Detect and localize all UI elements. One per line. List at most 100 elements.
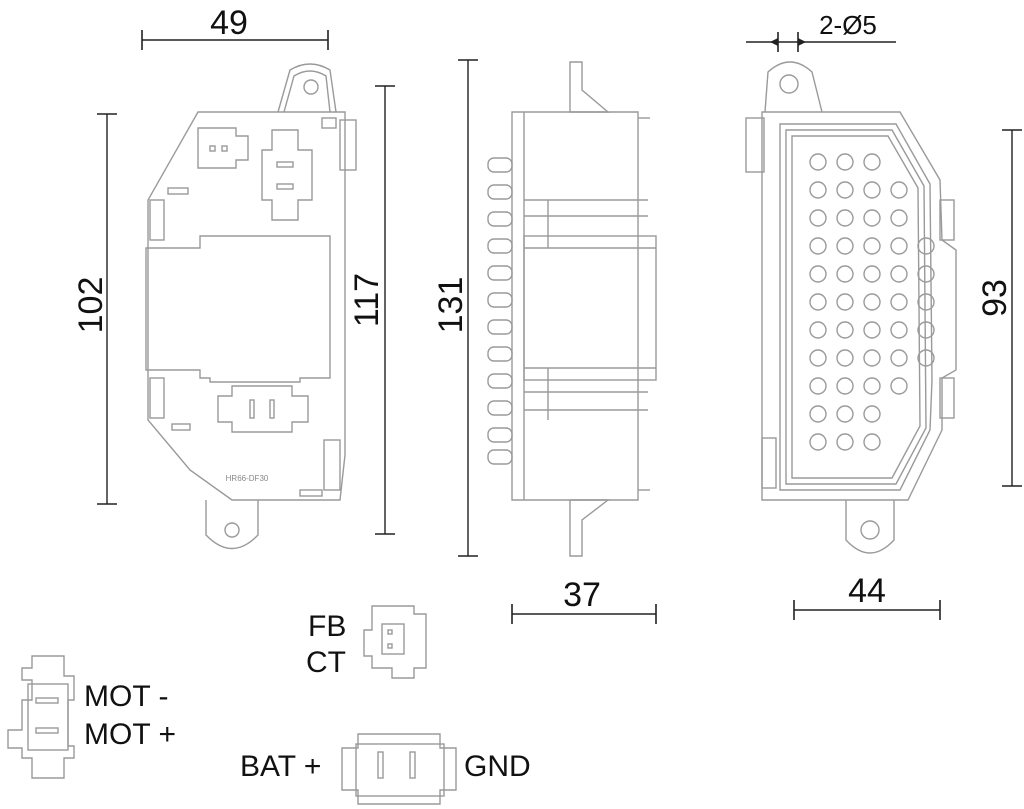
top-mount-hole	[303, 79, 319, 95]
back-clip-right	[939, 199, 955, 241]
front-slot	[171, 423, 191, 431]
front-connector-bat-gnd	[217, 385, 309, 433]
back-hole	[890, 181, 908, 199]
back-hole	[836, 377, 854, 395]
back-hole	[917, 349, 935, 367]
back-inner-outline-2	[785, 129, 927, 485]
back-hole	[890, 349, 908, 367]
back-hole	[809, 433, 827, 451]
back-hole	[809, 237, 827, 255]
top-mount-ear	[277, 63, 337, 113]
dim-width-top-label: 49	[210, 4, 248, 42]
back-hole	[836, 293, 854, 311]
bottom-mount-ear	[205, 500, 259, 550]
back-hole	[863, 405, 881, 423]
board-marking: HR66-DF30	[226, 474, 269, 483]
back-view	[745, 61, 957, 554]
back-hole	[836, 349, 854, 367]
back-hole	[809, 349, 827, 367]
pin-connector-fb-ct: FB CT	[306, 605, 427, 679]
back-hole	[863, 377, 881, 395]
pin-connector-bat-gnd: BAT + GND	[240, 733, 531, 805]
pin-label-mot-minus: MOT -	[84, 680, 168, 713]
dim-width-side: 37	[511, 576, 657, 624]
connector-pin	[249, 399, 255, 419]
dim-width-top: 49	[141, 4, 329, 50]
back-hole	[809, 209, 827, 227]
back-hole	[836, 181, 854, 199]
back-hole	[890, 209, 908, 227]
dim-holes-label: 2-Ø5	[819, 10, 877, 40]
back-hole	[863, 181, 881, 199]
back-top-ear	[764, 61, 823, 113]
back-hole	[917, 293, 935, 311]
connector-pin	[276, 183, 294, 190]
dim-width-back-label: 44	[848, 572, 886, 610]
dim-width-back: 44	[793, 572, 941, 620]
pin-label-ct: CT	[306, 646, 346, 679]
front-view: HR66-DF30	[145, 63, 357, 550]
back-hole	[917, 265, 935, 283]
back-hole	[836, 265, 854, 283]
front-slot	[321, 117, 337, 129]
dim-height-back: 93	[976, 129, 1022, 487]
back-inner-outline-3	[791, 135, 921, 479]
back-hole	[863, 153, 881, 171]
back-hole	[863, 209, 881, 227]
back-hole	[863, 321, 881, 339]
side-pins	[487, 157, 513, 465]
side-body	[511, 111, 639, 501]
front-body-outline	[147, 111, 346, 501]
dim-holes: 2-Ø5	[746, 10, 896, 52]
front-clip-left-top	[149, 199, 165, 241]
back-hole	[809, 405, 827, 423]
bottom-mount-hole	[224, 522, 240, 538]
dim-height-side: 131	[432, 59, 478, 557]
back-hole	[917, 237, 935, 255]
back-hole	[890, 237, 908, 255]
top-mount-ear-inner	[283, 70, 331, 113]
dim-width-side-label: 37	[563, 576, 601, 614]
side-fins	[524, 199, 656, 420]
dim-height-mount: 117	[348, 85, 395, 535]
front-connector-fb-ct	[197, 127, 249, 169]
dim-height-left-label: 102	[72, 277, 110, 334]
front-slot	[299, 489, 323, 497]
connector-pin	[269, 399, 275, 419]
back-hole	[809, 377, 827, 395]
front-clip-left-bottom	[149, 377, 165, 419]
connector-pin	[221, 145, 228, 152]
back-clip-left-bottom	[761, 437, 777, 489]
back-hole	[836, 153, 854, 171]
back-hole	[836, 405, 854, 423]
back-hole	[809, 153, 827, 171]
back-hole	[809, 265, 827, 283]
back-bottom-ear	[845, 500, 895, 554]
back-clip-left	[745, 117, 765, 173]
back-hole	[863, 349, 881, 367]
pin-label-fb: FB	[308, 610, 346, 643]
back-hole	[890, 293, 908, 311]
front-slot	[167, 187, 189, 195]
side-view	[487, 61, 657, 557]
back-hole	[890, 377, 908, 395]
back-inner-outline-1	[779, 123, 933, 491]
pin-label-bat-plus: BAT +	[240, 750, 321, 783]
back-hole	[863, 237, 881, 255]
back-hole	[863, 265, 881, 283]
back-hole	[809, 293, 827, 311]
front-clip-top-right	[339, 119, 357, 171]
connector-pin	[276, 161, 294, 168]
back-body-outline	[761, 111, 957, 501]
back-hole	[836, 321, 854, 339]
back-hole	[836, 433, 854, 451]
side-top-tab	[569, 61, 610, 113]
pin-connector-mot: MOT - MOT +	[7, 655, 176, 779]
front-heatsink	[145, 235, 331, 383]
pin-label-gnd: GND	[464, 750, 531, 783]
back-bottom-hole	[860, 520, 880, 540]
dim-height-left: 102	[72, 113, 117, 505]
front-clip-bottom-right	[323, 439, 341, 491]
dim-height-back-label: 93	[976, 279, 1014, 317]
back-hole	[890, 265, 908, 283]
